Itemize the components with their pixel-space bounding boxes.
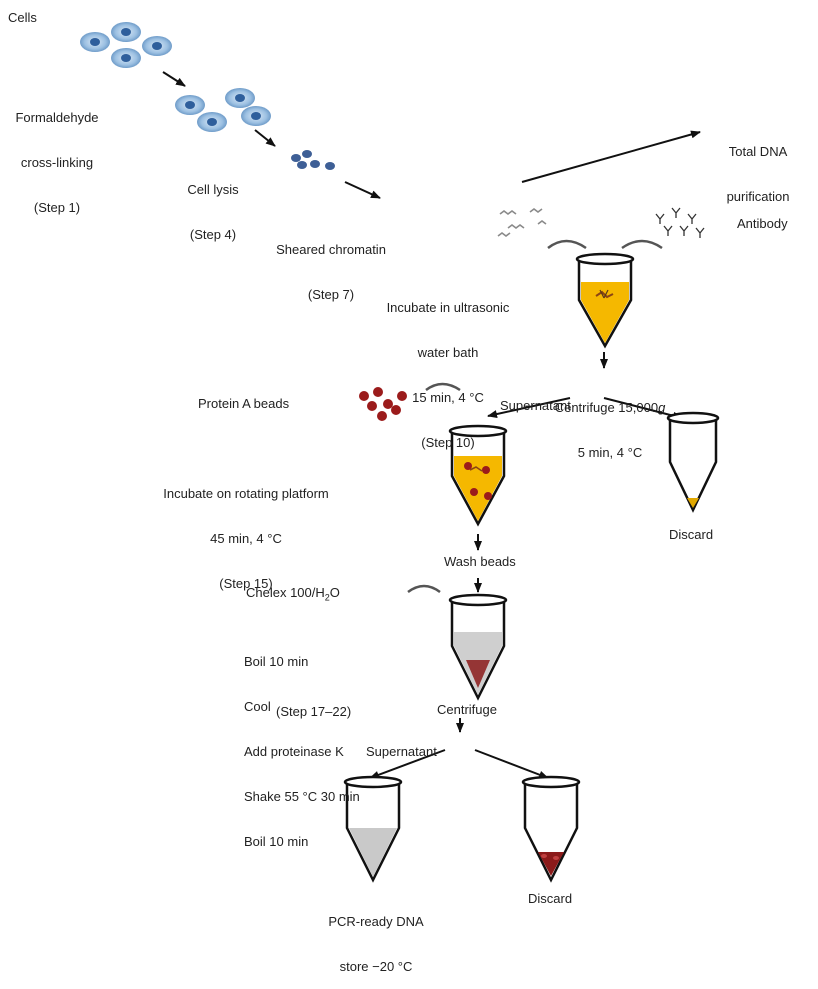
label-total-dna-line1: Total DNA <box>728 144 788 159</box>
label-formaldehyde-line1: Formaldehyde <box>15 110 99 125</box>
chip-protocol-diagram: Cells Formaldehyde cross-linking (Step 1… <box>2 10 808 974</box>
label-rotating-line1: Incubate on rotating platform <box>163 486 329 501</box>
label-formaldehyde-line2: cross-linking <box>20 155 94 170</box>
label-formaldehyde-line3: (Step 1) <box>33 200 81 215</box>
label-step-cool: Cool <box>244 699 271 714</box>
label-step-boil-1: Boil 10 min <box>244 654 309 669</box>
label-step-boil-2: Boil 10 min <box>244 834 309 849</box>
label-centrifuge-1-g: g <box>658 400 666 415</box>
label-wash-beads: Wash beads <box>444 554 516 569</box>
label-protein-a-beads: Protein A beads <box>198 396 290 411</box>
label-antibody: Antibody <box>737 216 788 231</box>
label-ultrasonic-line2: water bath <box>417 345 479 360</box>
label-centrifuge-1-text: Centrifuge 15,000 <box>554 400 659 415</box>
tube-chelex <box>448 593 508 701</box>
label-ultrasonic-line4: (Step 10) <box>421 435 475 450</box>
label-sheared-chromatin: Sheared chromatin (Step 7) <box>266 212 396 317</box>
tube-discard-2 <box>521 775 581 883</box>
cells-group-1 <box>80 22 172 68</box>
antibody-molecules <box>655 207 705 238</box>
diagram-canvas <box>80 22 720 883</box>
flow-arrows <box>162 71 701 779</box>
protein-a-beads <box>359 387 407 421</box>
label-centrifuge-1-line1: Centrifuge 15,000g <box>535 400 685 415</box>
label-sheared-chromatin-line2: (Step 7) <box>307 287 355 302</box>
label-centrifuge-1-line2: 5 min, 4 °C <box>577 445 643 460</box>
label-chelex-suffix: O <box>329 585 340 600</box>
tube-ultrasonic <box>575 252 635 349</box>
label-cell-lysis: Cell lysis (Step 4) <box>168 152 258 257</box>
label-ultrasonic-line3: 15 min, 4 °C <box>412 390 484 405</box>
label-step-range: (Step 17–22) <box>276 704 352 719</box>
label-pcr-ready: PCR-ready DNA store −20 °C <box>306 884 446 989</box>
cells-group-2 <box>175 88 271 132</box>
label-sheared-chromatin-line1: Sheared chromatin <box>276 242 386 257</box>
label-rotating: Incubate on rotating platform 45 min, 4 … <box>146 456 346 606</box>
label-cell-lysis-line1: Cell lysis <box>187 182 239 197</box>
label-pcr-ready-line1: PCR-ready DNA <box>328 914 424 929</box>
label-cell-lysis-line2: (Step 4) <box>189 227 237 242</box>
tube-rotating <box>448 424 508 527</box>
label-ultrasonic: Incubate in ultrasonic water bath 15 min… <box>368 270 528 465</box>
label-discard-2: Discard <box>528 891 573 906</box>
label-discard-1: Discard <box>669 527 714 542</box>
label-rotating-line2: 45 min, 4 °C <box>210 531 282 546</box>
chromatin-fragments <box>497 208 547 237</box>
tube-pcr-ready <box>343 775 403 883</box>
label-chelex: Chelex 100/H2O <box>246 585 340 606</box>
label-total-dna-line2: purification <box>726 189 790 204</box>
tube-discard-1 <box>666 411 720 513</box>
label-supernatant-1: Supernatant <box>500 398 571 413</box>
lysed-nuclei <box>291 150 335 170</box>
label-formaldehyde: Formaldehyde cross-linking (Step 1) <box>2 80 112 230</box>
label-chelex-prefix: Chelex 100/H <box>246 585 325 600</box>
label-centrifuge-1: Centrifuge 15,000g 5 min, 4 °C <box>535 370 685 475</box>
addition-arrows <box>407 239 663 594</box>
label-centrifuge-2: Centrifuge <box>437 702 497 717</box>
label-cells: Cells <box>8 10 37 25</box>
label-supernatant-2: Supernatant <box>366 744 437 759</box>
label-step-shake: Shake 55 °C 30 min <box>244 789 360 804</box>
label-boil-steps: Boil 10 min Cool Add proteinase K Shake … <box>244 624 360 864</box>
label-step-proteinase: Add proteinase K <box>244 744 344 759</box>
label-pcr-ready-line2: store −20 °C <box>339 959 413 974</box>
label-rotating-line3: (Step 15) <box>219 576 273 591</box>
label-chelex-sub: 2 <box>324 592 330 603</box>
label-ultrasonic-line1: Incubate in ultrasonic <box>386 300 510 315</box>
label-total-dna: Total DNA purification <box>708 114 808 219</box>
